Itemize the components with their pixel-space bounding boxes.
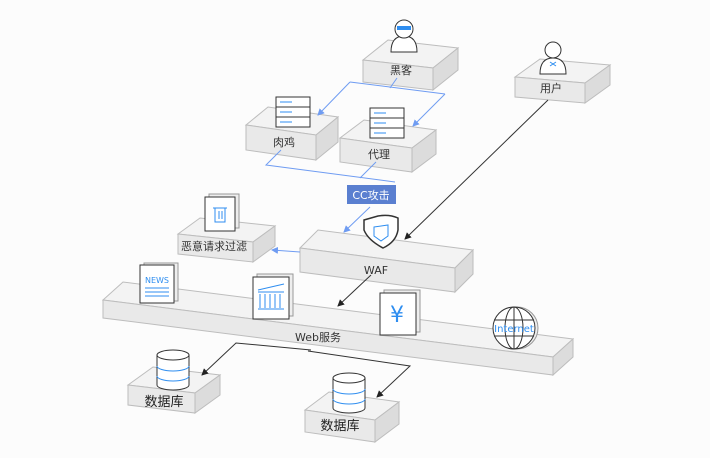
- user-platform: [513, 58, 612, 104]
- web-service-label: Web服务: [295, 331, 341, 344]
- filter-platform-side-face: [252, 225, 276, 263]
- web-service-platform-side-face: [552, 337, 574, 377]
- news-icon: NEWS: [139, 262, 179, 304]
- shield-icon: [363, 214, 399, 249]
- db2-label: 数据库: [320, 418, 359, 434]
- hacker-icon: [390, 19, 418, 53]
- yen-icon: ¥: [379, 289, 421, 336]
- globe-icon: Internet: [492, 306, 539, 350]
- hacker-label: 黑客: [390, 63, 412, 77]
- web-service-platform: [101, 281, 575, 377]
- server-icon: [275, 96, 311, 128]
- user-label: 用户: [540, 81, 562, 95]
- user-platform-side-face: [584, 64, 611, 104]
- svg-text:Internet: Internet: [494, 324, 534, 335]
- svg-text:NEWS: NEWS: [145, 276, 169, 285]
- proxy-platform-side-face: [411, 129, 437, 173]
- hacker-platform: [361, 39, 460, 92]
- database-icon: [156, 349, 190, 391]
- db1-label: 数据库: [144, 394, 183, 410]
- attack-flow-lines: [264, 77, 446, 254]
- db2-platform-side-face: [374, 401, 400, 443]
- cc-attack-badge: [347, 185, 396, 204]
- database-icon: [332, 372, 366, 414]
- waf-label: WAF: [364, 264, 388, 277]
- zombie-label: 肉鸡: [273, 135, 295, 149]
- zombie-platform-side-face: [315, 115, 339, 162]
- db1-platform: [126, 366, 222, 414]
- db1-platform-side-face: [194, 374, 221, 414]
- request-flow-lines: [201, 99, 549, 398]
- waf-platform: [298, 229, 475, 294]
- bank-icon: [252, 273, 294, 320]
- filter-label: 恶意请求过滤: [181, 239, 247, 253]
- cc-attack-label: CC攻击: [352, 188, 389, 202]
- proxy-label: 代理: [368, 148, 390, 161]
- hacker-platform-side-face: [432, 46, 459, 92]
- trash-icon: [204, 193, 240, 232]
- svg-text:¥: ¥: [390, 303, 404, 328]
- user-icon: [539, 41, 567, 75]
- waf-platform-side-face: [454, 248, 474, 294]
- server-icon: [369, 107, 405, 139]
- proxy-platform: [338, 119, 438, 173]
